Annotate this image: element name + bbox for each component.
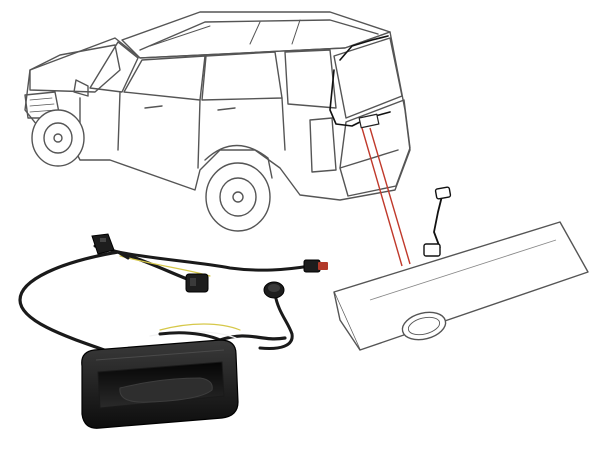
switch-pad <box>119 377 213 403</box>
callout-lines <box>361 127 411 267</box>
detail-connector-top <box>434 186 452 200</box>
detail-pigtail-wire <box>433 195 443 249</box>
tailgate-handle-location <box>358 113 380 129</box>
suv-drawing <box>24 11 411 232</box>
connector-center <box>185 273 209 293</box>
connector-top-left <box>91 233 115 255</box>
tailgate-detail <box>333 186 589 351</box>
connector-round <box>263 281 285 299</box>
suv-quarter-window <box>284 49 337 109</box>
suv-front-window <box>123 55 206 101</box>
suv-front-wheel <box>31 109 85 167</box>
connector-right-red-tip <box>303 259 328 273</box>
wiring-harness <box>18 244 312 359</box>
tailgate-panel <box>333 221 589 351</box>
harness-connectors <box>91 233 328 299</box>
suv-rear-wheel <box>204 144 273 232</box>
tailgate-release-switch <box>81 339 239 429</box>
detail-connector-bottom <box>423 243 441 257</box>
suv-tailgate-glass <box>333 37 403 119</box>
suv-windshield <box>89 41 139 93</box>
